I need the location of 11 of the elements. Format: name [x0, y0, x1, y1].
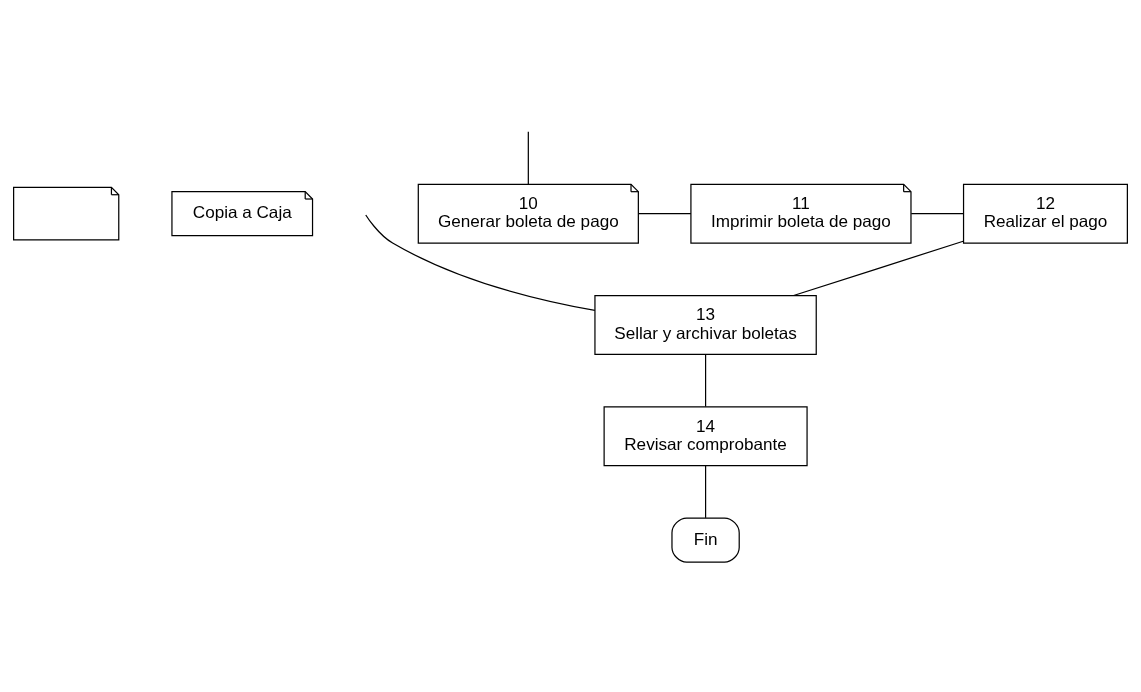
connector	[793, 240, 964, 296]
connector	[910, 212, 964, 214]
node-box: 14 Revisar comprobante	[603, 405, 808, 466]
connector	[637, 212, 692, 214]
connector	[365, 213, 596, 311]
node-box: Fin	[671, 517, 740, 563]
node-box: 13 Sellar y archivar boletas	[594, 294, 817, 355]
connector	[705, 464, 707, 518]
connector	[527, 130, 529, 185]
node-box: 12 Realizar el pago	[962, 183, 1128, 244]
connector	[705, 353, 707, 407]
